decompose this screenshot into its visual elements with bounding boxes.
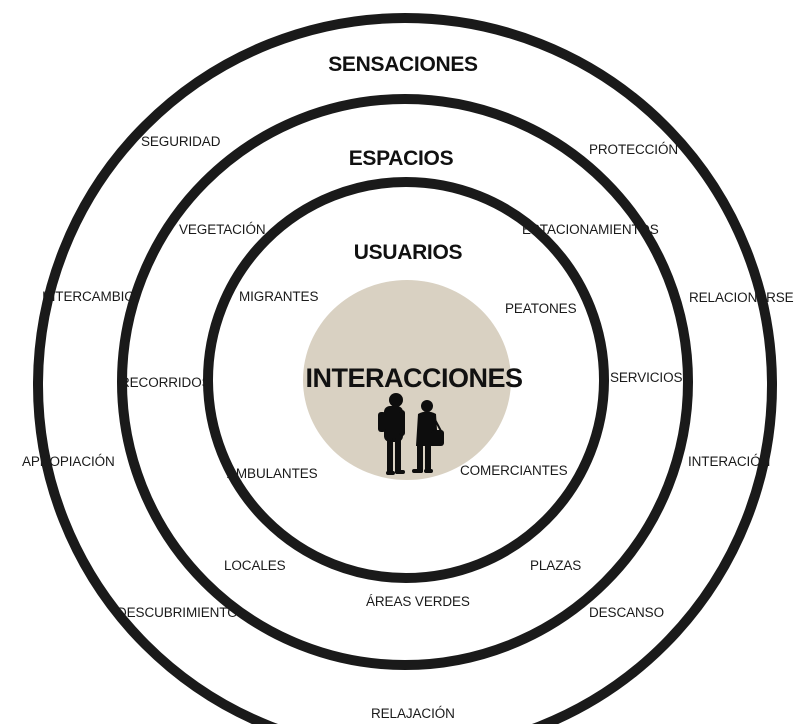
center-disc xyxy=(303,280,511,480)
outer-ring-title: SENSACIONES xyxy=(328,53,478,76)
label-servicios: SERVICIOS xyxy=(610,370,682,385)
label-intercambio: INTERCAMBIO xyxy=(42,289,135,304)
middle-ring-title: ESPACIOS xyxy=(349,147,454,170)
label-interacion: INTERACIÓN xyxy=(688,454,770,469)
label-relajacion: RELAJACIÓN xyxy=(371,706,455,721)
center-title: INTERACCIONES xyxy=(305,363,522,393)
outer-ring-sensaciones xyxy=(33,13,777,724)
label-vegetacion: VEGETACIÓN xyxy=(179,222,266,237)
label-descanso: DESCANSO xyxy=(589,605,664,620)
label-seguridad: SEGURIDAD xyxy=(141,134,221,149)
label-plazas: PLAZAS xyxy=(530,558,581,573)
label-relacionarse: RELACIONARSE xyxy=(689,290,794,305)
label-proteccion: PROTECCIÓN xyxy=(589,142,678,157)
inner-ring-usuarios xyxy=(203,177,609,583)
label-recorridos: RECORRIDOS xyxy=(120,375,211,390)
label-comerciantes: COMERCIANTES xyxy=(460,463,568,478)
label-migrantes: MIGRANTES xyxy=(239,289,318,304)
label-apropiacion: APROPIACIÓN xyxy=(22,454,115,469)
label-ambulantes: AMBULANTES xyxy=(227,466,318,481)
label-descubrimiento: DESCUBRIMIENTO xyxy=(117,605,238,620)
label-peatones: PEATONES xyxy=(505,301,577,316)
label-estacionamientos: ESTACIONAMIENTOS xyxy=(522,222,659,237)
inner-ring-title: USUARIOS xyxy=(354,241,463,264)
label-locales: LOCALES xyxy=(224,558,286,573)
label-areas-verdes: ÁREAS VERDES xyxy=(366,594,470,609)
two-people-silhouette-icon xyxy=(378,393,444,475)
middle-ring-espacios xyxy=(117,94,693,670)
